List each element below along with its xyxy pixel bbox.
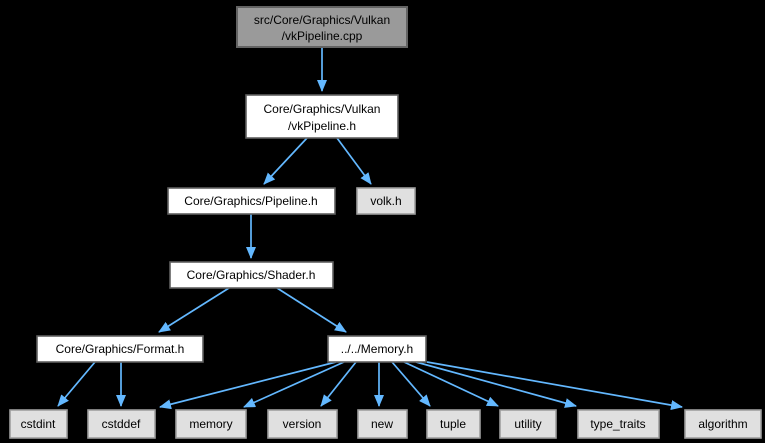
node-type-traits-box[interactable] bbox=[577, 409, 660, 439]
node-cstdint[interactable]: cstdint bbox=[9, 409, 68, 439]
node-algorithm-box[interactable] bbox=[684, 409, 762, 439]
node-format-h-box[interactable] bbox=[36, 335, 204, 363]
node-version-box[interactable] bbox=[267, 409, 338, 439]
edge-memory-h-to-memory bbox=[243, 361, 345, 408]
edge-memory-h-to-version bbox=[320, 361, 357, 407]
node-volk-h[interactable]: volk.h bbox=[356, 187, 416, 215]
node-memory-label: memory bbox=[189, 417, 232, 431]
node-shader-h-box[interactable] bbox=[169, 261, 334, 289]
node-cstdint-box[interactable] bbox=[9, 409, 68, 439]
node-new-label: new bbox=[371, 417, 393, 431]
edge-format-h-to-cstdint bbox=[57, 361, 96, 407]
node-volk-h-box[interactable] bbox=[356, 187, 416, 215]
node-vkpipeline-h[interactable]: Core/Graphics/Vulkan /vkPipeline.h bbox=[245, 94, 399, 139]
edge-memory-h-to-algorithm bbox=[426, 361, 683, 411]
node-memory-h[interactable]: ../../Memory.h bbox=[327, 335, 427, 363]
edge-shader-h-to-format-h bbox=[158, 287, 230, 333]
node-memory-box[interactable] bbox=[175, 409, 247, 439]
node-vkpipeline-cpp-box[interactable] bbox=[236, 6, 408, 48]
node-cstddef-box[interactable] bbox=[87, 409, 156, 439]
node-pipeline-h-label: Core/Graphics/Pipeline.h bbox=[184, 194, 317, 208]
node-format-h-label: Core/Graphics/Format.h bbox=[56, 342, 185, 356]
edges bbox=[57, 47, 683, 411]
node-version-label: version bbox=[283, 417, 322, 431]
node-volk-h-label: volk.h bbox=[370, 194, 401, 208]
node-tuple[interactable]: tuple bbox=[426, 409, 481, 439]
edge-memory-h-to-type-traits bbox=[415, 361, 577, 408]
node-algorithm-label: algorithm bbox=[698, 417, 747, 431]
node-shader-h[interactable]: Core/Graphics/Shader.h bbox=[169, 261, 334, 289]
node-vkpipeline-h-box[interactable] bbox=[245, 94, 399, 139]
node-cstddef-label: cstddef bbox=[102, 417, 141, 431]
edge-vkpipeline-h-to-volk-h bbox=[336, 137, 372, 185]
edge-memory-h-to-utility bbox=[403, 361, 499, 407]
node-utility-label: utility bbox=[514, 417, 541, 431]
node-type-traits-label: type_traits bbox=[590, 417, 645, 431]
node-format-h[interactable]: Core/Graphics/Format.h bbox=[36, 335, 204, 363]
node-utility-box[interactable] bbox=[499, 409, 557, 439]
node-type-traits[interactable]: type_traits bbox=[577, 409, 660, 439]
edge-memory-h-to-tuple bbox=[391, 361, 431, 407]
node-vkpipeline-cpp-label-line2: /vkPipeline.cpp bbox=[282, 29, 363, 43]
node-vkpipeline-cpp-label-line1: src/Core/Graphics/Vulkan bbox=[254, 13, 390, 27]
node-pipeline-h-box[interactable] bbox=[167, 187, 336, 215]
node-vkpipeline-h-label-line2: /vkPipeline.h bbox=[288, 119, 356, 133]
node-tuple-box[interactable] bbox=[426, 409, 481, 439]
node-memory-h-label: ../../Memory.h bbox=[341, 342, 413, 356]
edge-memory-h-to-cstddef bbox=[159, 361, 337, 410]
node-memory[interactable]: memory bbox=[175, 409, 247, 439]
node-new[interactable]: new bbox=[357, 409, 408, 439]
node-algorithm[interactable]: algorithm bbox=[684, 409, 762, 439]
node-shader-h-label: Core/Graphics/Shader.h bbox=[187, 268, 316, 282]
edge-shader-h-to-memory-h bbox=[276, 287, 347, 333]
node-cstdint-label: cstdint bbox=[21, 417, 56, 431]
node-utility[interactable]: utility bbox=[499, 409, 557, 439]
node-new-box[interactable] bbox=[357, 409, 408, 439]
node-tuple-label: tuple bbox=[440, 417, 466, 431]
node-vkpipeline-h-label-line1: Core/Graphics/Vulkan bbox=[264, 102, 381, 116]
node-cstddef[interactable]: cstddef bbox=[87, 409, 156, 439]
node-vkpipeline-cpp[interactable]: src/Core/Graphics/Vulkan /vkPipeline.cpp bbox=[236, 6, 408, 48]
node-version[interactable]: version bbox=[267, 409, 338, 439]
edge-vkpipeline-h-to-pipeline-h bbox=[263, 137, 308, 185]
node-memory-h-box[interactable] bbox=[327, 335, 427, 363]
node-pipeline-h[interactable]: Core/Graphics/Pipeline.h bbox=[167, 187, 336, 215]
